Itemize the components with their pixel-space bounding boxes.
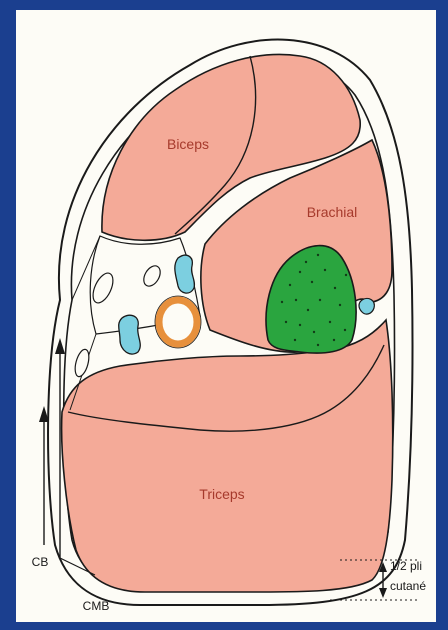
label-cmb: CMB — [83, 599, 110, 613]
label-pli-line1: 1/2 pli — [390, 559, 422, 573]
nerve-shape-3 — [359, 298, 374, 314]
nerve-shape-2 — [119, 315, 141, 354]
label-cb: CB — [32, 555, 49, 569]
humerus-bone — [159, 300, 197, 344]
label-pli-line2: cutané — [390, 579, 426, 593]
label-brachial: Brachial — [307, 204, 358, 220]
nerve-shape-1 — [175, 255, 195, 293]
label-biceps: Biceps — [167, 136, 209, 152]
label-triceps: Triceps — [199, 486, 244, 502]
